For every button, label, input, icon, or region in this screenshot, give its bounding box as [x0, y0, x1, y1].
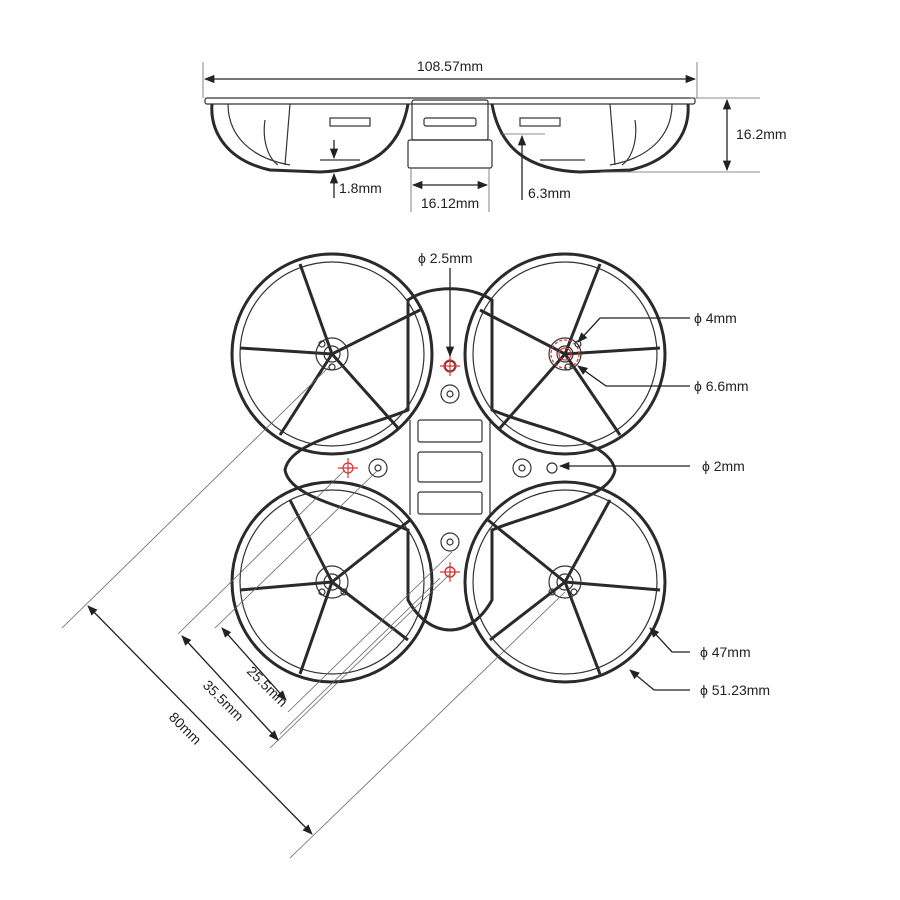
side-view: 108.57mm 16.2mm 1.8mm 16.12mm — [202, 58, 787, 212]
wheelbase-label: 80mm — [166, 709, 205, 748]
duct-size-label: ϕ 51.23mm — [700, 682, 770, 698]
motor-hole-label: ϕ 4mm — [694, 310, 737, 326]
top-view: ϕ 2.5mm ϕ 4mm ϕ 6.6mm ϕ 2mm ϕ 47mm ϕ 51.… — [61, 250, 770, 859]
wheelbase-dimension-line — [87, 605, 313, 835]
hole-small-label: ϕ 2.5mm — [418, 250, 473, 266]
duct-rear-right — [463, 480, 667, 684]
clearance-label: 1.8mm — [339, 180, 382, 196]
overall-width-label: 108.57mm — [417, 58, 483, 74]
mount-hole-label: ϕ 2mm — [702, 458, 745, 474]
motor-depth-label: 6.3mm — [528, 185, 571, 201]
motor-boss-label: ϕ 6.6mm — [694, 378, 749, 394]
duct-front-left — [230, 252, 434, 456]
duct-front-right — [463, 252, 667, 456]
prop-size-label: ϕ 47mm — [700, 644, 751, 660]
bay-width-label: 16.12mm — [421, 195, 479, 211]
height-label: 16.2mm — [736, 126, 787, 142]
spacing-2-label: 35.5mm — [200, 677, 247, 724]
frame-body-outline — [283, 287, 617, 632]
